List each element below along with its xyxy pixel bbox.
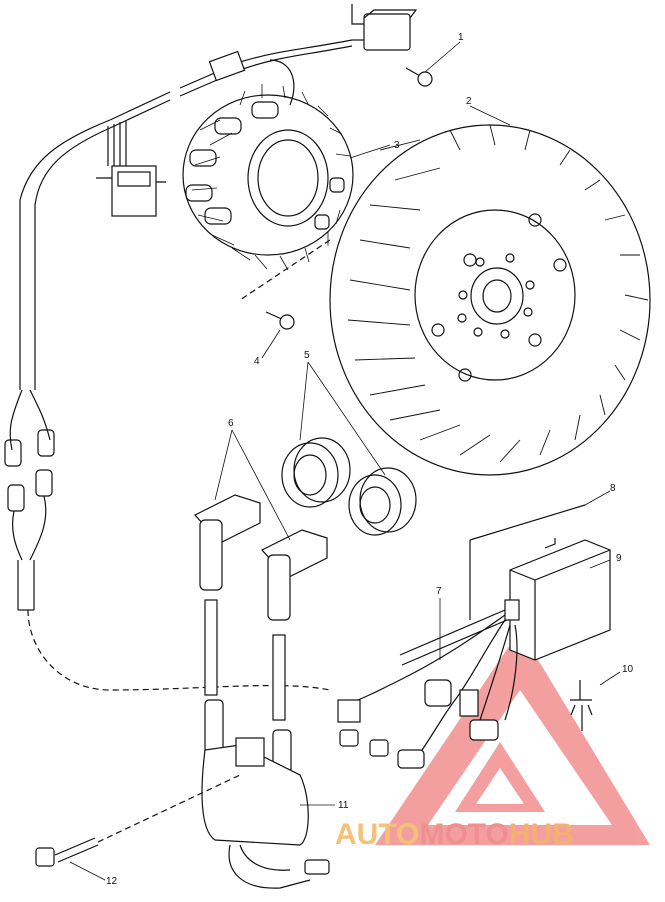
callout-12: 12 — [106, 876, 118, 887]
callout-9: 9 — [616, 553, 622, 564]
main-cable — [17, 39, 353, 691]
cdi-box — [504, 538, 611, 661]
callout-4: 4 — [254, 356, 260, 367]
leader-lines — [69, 41, 621, 881]
ground-symbol — [570, 680, 593, 731]
screw-4 — [265, 311, 295, 330]
stator — [182, 59, 354, 271]
watermark-part1: AUTO — [335, 818, 420, 851]
watermark-text: AUTOMOTOHUB — [335, 818, 574, 852]
small-connector — [96, 120, 166, 217]
callout-8: 8 — [610, 483, 616, 494]
callout-7: 7 — [436, 586, 442, 597]
callout-5: 5 — [304, 350, 310, 361]
watermark-part2: MOTO — [419, 818, 509, 851]
spacers — [281, 437, 417, 536]
callout-1: 1 — [458, 32, 464, 43]
ignition-coil — [201, 699, 330, 889]
callout-2: 2 — [466, 96, 472, 107]
watermark-part3: HUB — [508, 818, 574, 851]
callout-3: 3 — [394, 140, 400, 151]
screw-1 — [405, 67, 433, 87]
flywheel — [329, 124, 651, 476]
watermark-triangle — [375, 630, 650, 845]
wire-harness — [337, 504, 586, 769]
callout-10: 10 — [622, 664, 634, 675]
callout-11: 11 — [338, 800, 349, 811]
spark-plug-caps — [194, 494, 328, 721]
callout-6: 6 — [228, 418, 234, 429]
bolt-12 — [35, 774, 241, 867]
connector-block-top — [351, 4, 418, 51]
wire-splices — [4, 389, 55, 561]
